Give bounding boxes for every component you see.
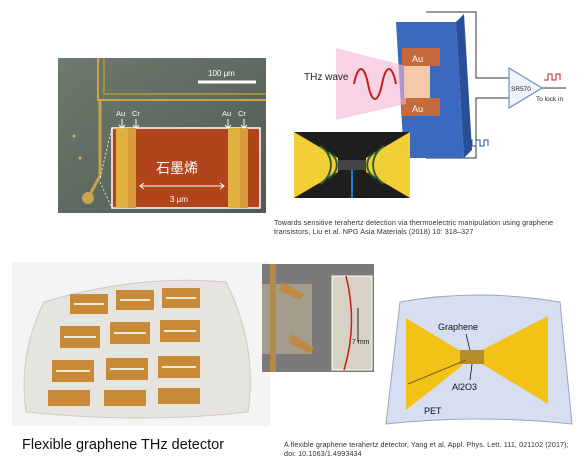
antenna-schematic: Graphene Al2O3 PET bbox=[385, 294, 573, 425]
caption-bottom: A flexible graphene terahertz detector, … bbox=[284, 440, 569, 458]
electrode-label-cr-left: Cr bbox=[132, 109, 140, 118]
electrode-label-au-left: Au bbox=[116, 109, 125, 118]
graphene-label: Graphene bbox=[438, 322, 478, 332]
photo-caption: Flexible graphene THz detector bbox=[22, 437, 225, 453]
scale-bar-label: 100 μm bbox=[208, 69, 235, 78]
schematic-au-bottom-label: Au bbox=[412, 104, 423, 114]
schematic-panel: Au Au THz wave SR570 To lock in bbox=[304, 11, 566, 159]
micrograph-panel: 100 μm Au Cr Au Cr 石墨烯 3 μm bbox=[58, 58, 266, 213]
flexible-detector-photo bbox=[12, 262, 270, 426]
electrode-label-au-right: Au bbox=[222, 109, 231, 118]
substrate-label: PET bbox=[424, 406, 442, 416]
oxide-label: Al2O3 bbox=[452, 382, 477, 392]
lock-in-label: To lock in bbox=[536, 96, 563, 103]
caption-top: Towards sensitive terahertz detection vi… bbox=[274, 218, 554, 236]
electrode-label-cr-right: Cr bbox=[238, 109, 246, 118]
schematic-au-top-label: Au bbox=[412, 54, 423, 64]
graphene-chinese-label: 石墨烯 bbox=[156, 160, 198, 176]
antenna-inset bbox=[294, 132, 410, 198]
amplifier-label: SR570 bbox=[511, 86, 531, 93]
channel-width-label: 3 μm bbox=[170, 195, 188, 204]
inset-scale-label: 7 mm bbox=[352, 339, 370, 346]
thz-wave-label: THz wave bbox=[304, 72, 349, 83]
probe-station-photo: 7 mm bbox=[262, 264, 374, 372]
